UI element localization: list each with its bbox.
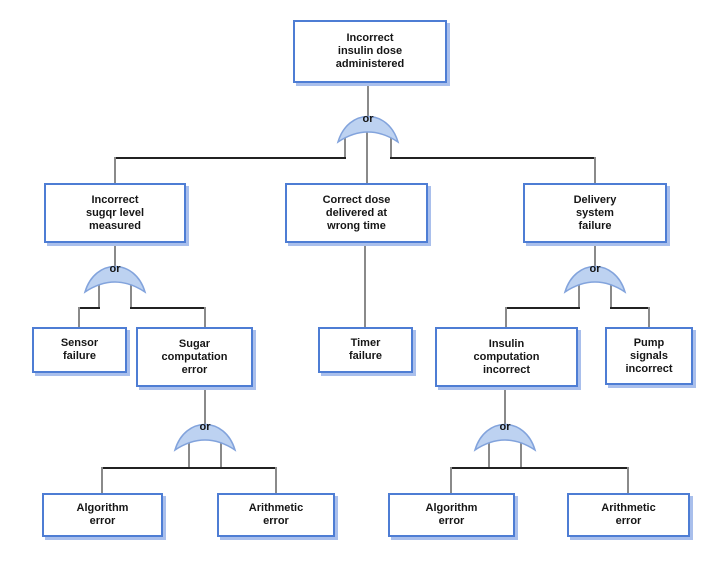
connector — [188, 436, 190, 467]
connector — [364, 243, 366, 327]
connector — [390, 130, 392, 158]
node-arithmetic-error-1: Arithmetic error — [217, 493, 335, 537]
connector — [98, 278, 100, 308]
or-gate-root: or — [336, 104, 400, 148]
or-gate-label: or — [199, 421, 211, 433]
connector — [578, 278, 580, 308]
node-incorrect-sugar-level: Incorrect sugqr level measured — [44, 183, 186, 243]
connector — [367, 83, 369, 123]
or-gate-shape — [336, 115, 400, 144]
connector — [366, 130, 368, 183]
connector — [520, 436, 522, 467]
connector — [101, 467, 277, 469]
or-gate-insulin-computation: or — [473, 412, 537, 456]
connector — [488, 436, 490, 467]
connector — [114, 243, 116, 270]
connector — [78, 307, 100, 309]
connector — [610, 278, 612, 308]
connector — [594, 243, 596, 270]
connector — [610, 307, 650, 309]
connector — [648, 307, 650, 327]
node-arithmetic-error-2: Arithmetic error — [567, 493, 690, 537]
connector — [390, 157, 596, 159]
node-sugar-computation-error: Sugar computation error — [136, 327, 253, 387]
or-gate-label: or — [362, 113, 374, 125]
connector — [504, 387, 506, 428]
connector — [594, 157, 596, 183]
connector — [78, 307, 80, 327]
node-correct-dose-wrong-time: Correct dose delivered at wrong time — [285, 183, 428, 243]
connector — [130, 278, 132, 308]
node-timer-failure: Timer failure — [318, 327, 413, 373]
or-gate-shape — [563, 265, 627, 294]
connector — [344, 130, 346, 158]
connector — [220, 436, 222, 467]
or-gate-delivery: or — [563, 254, 627, 298]
node-delivery-system-failure: Delivery system failure — [523, 183, 667, 243]
or-gate-label: or — [499, 421, 511, 433]
connector — [450, 467, 452, 493]
connector — [505, 307, 580, 309]
connector — [204, 387, 206, 428]
or-gate-shape — [83, 265, 147, 294]
node-pump-signals-incorrect: Pump signals incorrect — [605, 327, 693, 385]
node-algorithm-error-2: Algorithm error — [388, 493, 515, 537]
or-gate-sugar-computation: or — [173, 412, 237, 456]
connector — [450, 467, 629, 469]
connector — [204, 307, 206, 327]
connector — [130, 307, 206, 309]
connector — [275, 467, 277, 493]
or-gate-shape — [473, 423, 537, 452]
connector — [114, 157, 346, 159]
node-sensor-failure: Sensor failure — [32, 327, 127, 373]
connector — [101, 467, 103, 493]
node-root: Incorrect insulin dose administered — [293, 20, 447, 83]
or-gate-sugar-level: or — [83, 254, 147, 298]
connector — [627, 467, 629, 493]
connector — [505, 307, 507, 327]
or-gate-label: or — [589, 263, 601, 275]
or-gate-shape — [173, 423, 237, 452]
or-gate-label: or — [109, 263, 121, 275]
connector — [114, 157, 116, 183]
node-insulin-computation-incorrect: Insulin computation incorrect — [435, 327, 578, 387]
node-algorithm-error-1: Algorithm error — [42, 493, 163, 537]
